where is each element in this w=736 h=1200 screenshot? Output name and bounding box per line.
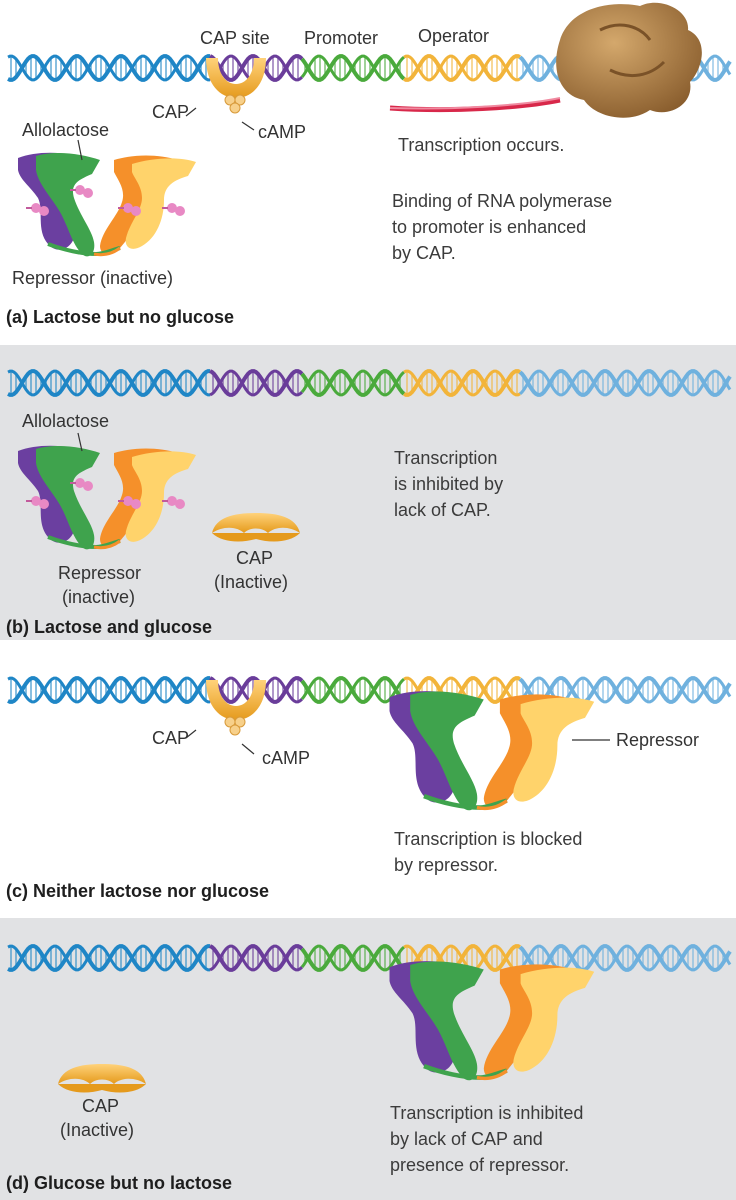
dna-backbone [300, 54, 406, 82]
dna-backbone [300, 54, 406, 82]
description-line-1: Transcription [394, 448, 498, 468]
panel-c-caption: (c) Neither lactose nor glucose [6, 881, 270, 901]
description-line-3: presence of repressor. [390, 1155, 570, 1175]
dna-backbone [209, 944, 304, 972]
panel-c: CAP cAMP Repressor Transcription is bloc… [0, 650, 736, 910]
dna-backbone [518, 676, 732, 704]
repressor-inactive-label: Repressor (inactive) [12, 268, 174, 288]
cap-protein-active [205, 679, 267, 736]
panel-d-caption: (d) Glucose but no lactose [6, 1173, 233, 1193]
panel-c-illustration [7, 676, 732, 910]
allolactose-label: Allolactose [22, 120, 110, 140]
description-line-2: is inhibited by [394, 474, 504, 494]
cap-protein-inactive [58, 1064, 146, 1093]
dna-backbone [403, 369, 521, 397]
cap-site-label: CAP site [200, 28, 270, 48]
description-line-1: Transcription is blocked [394, 829, 583, 849]
cap-label: CAP [152, 102, 190, 122]
cap-inactive-line1: CAP [236, 548, 274, 568]
transcription-status: Transcription occurs. [398, 135, 565, 155]
dna-backbone [518, 369, 732, 397]
description-line-3: by CAP. [392, 243, 456, 263]
dna-backbone [300, 676, 406, 704]
dna-backbone [518, 369, 732, 397]
dna-strand [7, 944, 732, 972]
description-line-3: lack of CAP. [394, 500, 491, 520]
dna-backbone [300, 944, 406, 972]
panel-a: CAP site Promoter Operator CAP cAMP Allo… [0, 0, 736, 335]
repressor-bound [390, 691, 595, 810]
dna-strand [7, 369, 732, 397]
description-line-2: by repressor. [394, 855, 499, 875]
cap-inactive-line2: (Inactive) [214, 572, 289, 592]
promoter-label: Promoter [304, 28, 379, 48]
description-line-2: to promoter is enhanced [392, 217, 587, 237]
dna-backbone [300, 369, 406, 397]
panel-d: CAP (Inactive) Transcription is inhibite… [0, 918, 736, 1200]
panel-b: Allolactose Repressor (inactive) CAP (In… [0, 345, 736, 640]
camp-label: cAMP [262, 748, 311, 768]
dna-backbone [209, 369, 304, 397]
repressor-inactive [16, 443, 198, 552]
dna-backbone [300, 676, 406, 704]
repressor-inactive [16, 150, 198, 259]
cap-inactive-line1: CAP [82, 1096, 120, 1116]
description-line-2: by lack of CAP and [390, 1129, 543, 1149]
description-line-1: Transcription is inhibited [390, 1103, 584, 1123]
rna-polymerase [556, 2, 702, 118]
dna-backbone [403, 54, 521, 82]
panel-a-caption: (a) Lactose but no glucose [6, 307, 235, 327]
description-line-1: Binding of RNA polymerase [392, 191, 613, 211]
dna-backbone [300, 944, 406, 972]
cap-protein-inactive [212, 513, 300, 542]
dna-strand [7, 676, 732, 704]
panel-b-caption: (b) Lactose and glucose [6, 617, 213, 637]
camp-label: cAMP [258, 122, 307, 142]
dna-backbone [300, 369, 406, 397]
allolactose-label: Allolactose [22, 411, 110, 431]
operator-label: Operator [418, 26, 490, 46]
repressor-label-line2: (inactive) [62, 587, 136, 607]
cap-inactive-line2: (Inactive) [60, 1120, 135, 1140]
cap-label: CAP [152, 728, 190, 748]
panel-b-illustration [7, 369, 732, 552]
repressor-label: Repressor [616, 730, 700, 750]
repressor-label-line1: Repressor [58, 563, 142, 583]
panel-d-illustration [7, 944, 732, 1093]
repressor-bound [390, 961, 595, 1080]
dna-backbone [518, 944, 732, 972]
panel-a-illustration [7, 2, 732, 259]
cap-protein-active [205, 57, 267, 114]
